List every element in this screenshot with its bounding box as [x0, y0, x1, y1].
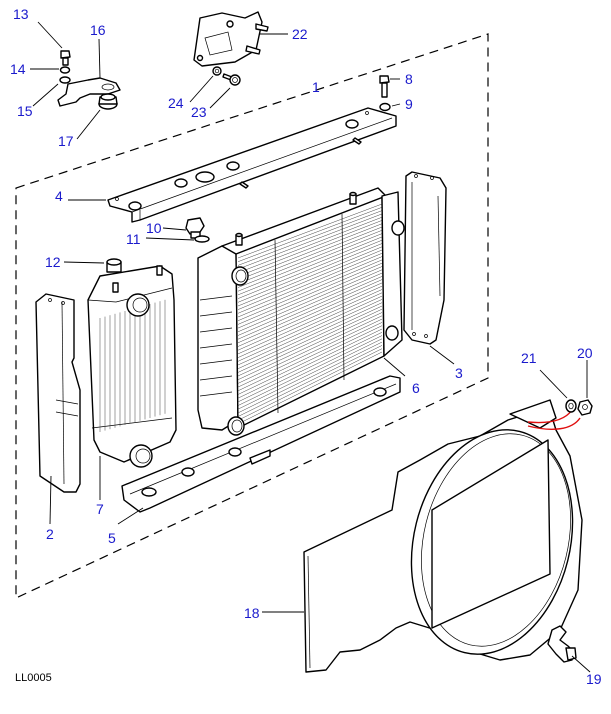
part-23-flange-bolt[interactable]	[222, 73, 241, 86]
callout-16[interactable]: 16	[90, 22, 106, 38]
assembly-group-boundary	[15, 33, 489, 599]
callout-12[interactable]: 12	[45, 254, 61, 270]
part-20-nut[interactable]	[577, 399, 593, 416]
callout-8[interactable]: 8	[405, 71, 413, 87]
callout-11[interactable]: 11	[126, 231, 141, 247]
part-4-upper-mounting-rail[interactable]	[107, 107, 397, 223]
part-19-clip[interactable]	[547, 625, 577, 663]
part-21-washer[interactable]	[565, 399, 577, 413]
callout-17[interactable]: 17	[58, 133, 74, 149]
leader-lines	[30, 21, 591, 673]
callout-14[interactable]: 14	[10, 61, 26, 77]
callout-1[interactable]: 1	[312, 79, 320, 95]
part-13-bolt[interactable]	[60, 50, 71, 66]
part-9-washer[interactable]	[379, 102, 391, 112]
part-7-intercooler[interactable]	[87, 265, 177, 468]
fitting-indicator-line	[527, 417, 581, 430]
callout-15[interactable]: 15	[17, 103, 33, 119]
part-24-washer[interactable]	[212, 66, 222, 76]
callout-13[interactable]: 13	[13, 6, 29, 22]
callout-24[interactable]: 24	[168, 95, 184, 111]
callout-9[interactable]: 9	[405, 96, 413, 112]
part-10-drain-plug[interactable]	[185, 217, 205, 239]
callout-2[interactable]: 2	[46, 526, 54, 542]
callout-10[interactable]: 10	[146, 220, 162, 236]
callout-4[interactable]: 4	[55, 188, 63, 204]
part-8-bolt[interactable]	[379, 75, 390, 98]
intercooler-fins	[99, 299, 166, 432]
callout-23[interactable]: 23	[191, 104, 207, 120]
callout-5[interactable]: 5	[108, 530, 116, 546]
part-14-spring-washer[interactable]	[59, 66, 71, 74]
callout-3[interactable]: 3	[455, 365, 463, 381]
part-5-lower-mounting-rail[interactable]	[121, 375, 401, 513]
callout-20[interactable]: 20	[577, 345, 593, 361]
part-3-right-side-bracket[interactable]	[403, 171, 447, 345]
part-22-upper-bracket[interactable]	[193, 11, 269, 67]
part-18-fan-cowl[interactable]	[303, 399, 595, 673]
callout-6[interactable]: 6	[412, 380, 420, 396]
callout-19[interactable]: 19	[586, 671, 602, 687]
callout-21[interactable]: 21	[521, 350, 537, 366]
part-17-rubber-mounting[interactable]	[98, 93, 118, 110]
part-6-radiator-core[interactable]	[197, 187, 405, 436]
callout-7[interactable]: 7	[96, 501, 104, 517]
part-15-plain-washer[interactable]	[59, 76, 71, 84]
radiator-fins	[237, 203, 383, 425]
part-2-left-side-bracket[interactable]	[35, 293, 81, 493]
part-11-sealing-washer[interactable]	[194, 235, 210, 243]
diagram-reference-code: LL0005	[15, 672, 52, 684]
part-12-rubber-bush[interactable]	[106, 258, 122, 273]
callout-18[interactable]: 18	[244, 605, 260, 621]
callout-22[interactable]: 22	[292, 26, 308, 42]
